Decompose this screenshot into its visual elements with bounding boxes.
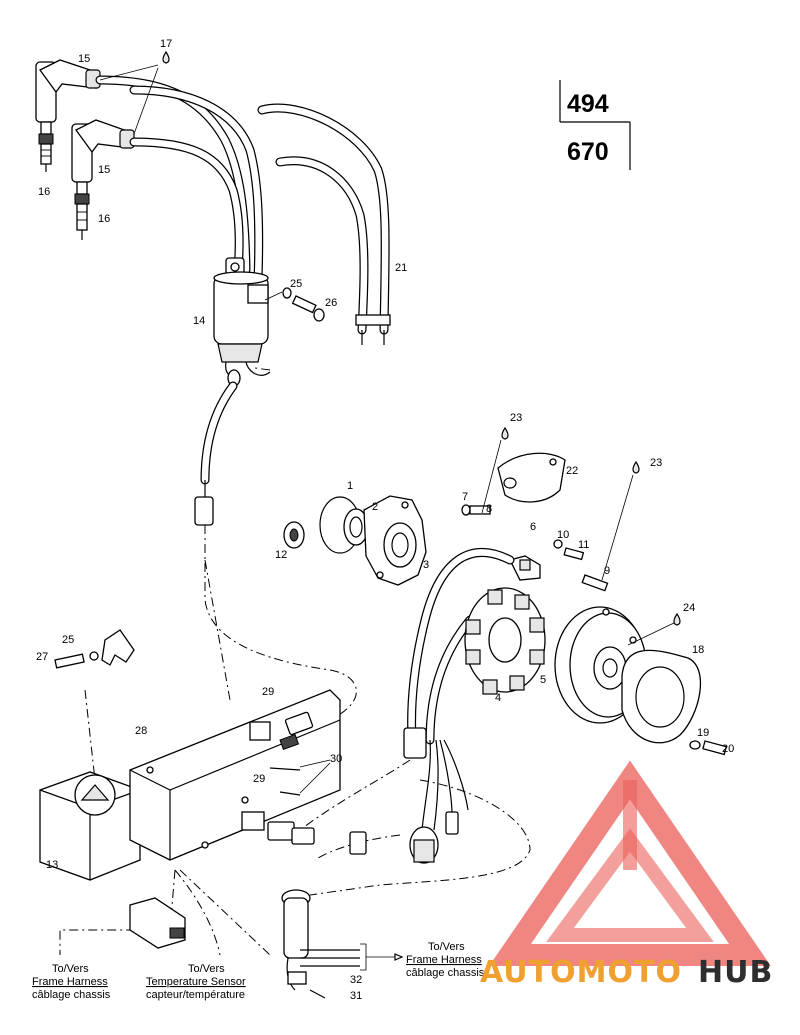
callout-19: 19 <box>697 727 709 739</box>
callout-16-right: 16 <box>98 213 110 225</box>
bracket-27-25 <box>54 629 135 669</box>
callout-18: 18 <box>692 644 704 656</box>
watermark-text: AUTOMOTO HUB <box>480 955 773 990</box>
note-frame-harness-right: To/Vers Frame Harness câblage chassis <box>406 941 485 979</box>
callout-25-bottom: 25 <box>62 634 74 646</box>
stator-4 <box>464 587 546 695</box>
screw-8 <box>461 504 491 516</box>
model-code-box: 494 670 <box>559 80 631 170</box>
callout-29-bottom: 29 <box>253 773 265 785</box>
callout-29-top: 29 <box>262 686 274 698</box>
svg-text:To/Vers: To/Vers <box>52 963 89 975</box>
callout-12: 12 <box>275 549 287 561</box>
callout-labels: 1 2 3 4 5 6 7 8 9 10 11 12 13 14 15 15 1… <box>36 38 734 1002</box>
ring-gear-18 <box>621 649 702 744</box>
oil-seal-2 <box>343 508 369 546</box>
svg-text:câblage chassis: câblage chassis <box>32 989 111 1001</box>
trigger-sensor-6 <box>509 555 541 581</box>
callout-13: 13 <box>46 859 58 871</box>
callout-27: 27 <box>36 651 48 663</box>
callout-5: 5 <box>540 674 546 686</box>
stator-harness <box>403 548 515 864</box>
svg-text:Frame Harness: Frame Harness <box>32 976 108 988</box>
callout-24: 24 <box>683 602 695 614</box>
callout-7: 7 <box>462 491 468 503</box>
lubricant-drop-icons <box>162 50 681 626</box>
watermark-hub: HUB <box>698 955 773 990</box>
svg-text:câblage chassis: câblage chassis <box>406 967 485 979</box>
spark-plug-left <box>38 121 54 172</box>
regulator-connector <box>129 897 186 949</box>
callout-17: 17 <box>160 38 172 50</box>
cover-22 <box>497 452 566 503</box>
watermark-logo <box>489 760 771 966</box>
callout-11: 11 <box>578 539 589 551</box>
callout-32: 32 <box>350 974 362 986</box>
callout-28: 28 <box>135 725 147 737</box>
leader-lines <box>99 64 677 794</box>
svg-text:capteur/température: capteur/température <box>146 989 245 1001</box>
model-code-494: 494 <box>567 90 609 118</box>
high-tension-wires <box>95 75 391 345</box>
fasteners-9-10-11 <box>553 539 609 592</box>
svg-text:To/Vers: To/Vers <box>428 941 465 953</box>
callout-31: 31 <box>350 990 362 1002</box>
callout-22: 22 <box>566 465 578 477</box>
svg-text:Temperature Sensor: Temperature Sensor <box>146 976 246 988</box>
callout-1: 1 <box>347 480 353 492</box>
callout-16-left: 16 <box>38 186 50 198</box>
callout-9: 9 <box>604 565 610 577</box>
callout-8: 8 <box>486 503 492 515</box>
routing-paths <box>59 367 531 956</box>
note-frame-harness-left: To/Vers Frame Harness câblage chassis <box>32 963 111 1001</box>
callout-26: 26 <box>325 297 337 309</box>
washer-19-bolt-20 <box>689 740 728 756</box>
coil-harness <box>194 381 238 526</box>
callout-30: 30 <box>330 753 342 765</box>
callout-14: 14 <box>193 315 205 327</box>
note-temperature-sensor: To/Vers Temperature Sensor capteur/tempé… <box>146 963 246 1001</box>
callout-15-top: 15 <box>78 53 90 65</box>
watermark-automoto: AUTOMOTO <box>480 955 682 990</box>
svg-text:To/Vers: To/Vers <box>188 963 225 975</box>
coil-washer-and-screw <box>282 287 325 322</box>
callout-15-bottom: 15 <box>98 164 110 176</box>
cdi-module-13 <box>39 771 141 881</box>
ignition-coil <box>213 257 271 387</box>
lower-harness-31-32 <box>281 889 404 999</box>
callout-23-right: 23 <box>650 457 662 469</box>
crankcase-seal-12 <box>283 521 305 549</box>
callout-10: 10 <box>557 529 569 541</box>
callout-23-top: 23 <box>510 412 522 424</box>
spark-plug-cap-left <box>35 59 101 123</box>
callout-2: 2 <box>372 501 378 513</box>
callout-21: 21 <box>395 262 407 274</box>
spark-plug-right <box>74 181 90 240</box>
callout-4: 4 <box>495 692 501 704</box>
stator-housing-3 <box>363 495 427 586</box>
model-code-670: 670 <box>567 138 609 166</box>
svg-text:Frame Harness: Frame Harness <box>406 954 482 966</box>
callout-25-top: 25 <box>290 278 302 290</box>
callout-3: 3 <box>423 559 429 571</box>
callout-20: 20 <box>722 743 734 755</box>
callout-6: 6 <box>530 521 536 533</box>
connectors-29-30 <box>241 711 367 855</box>
